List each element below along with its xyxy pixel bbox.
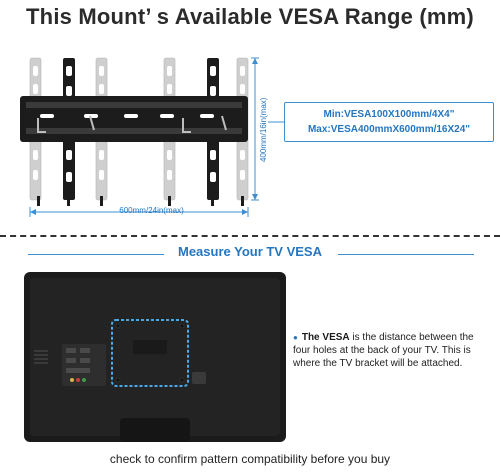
horizontal-dimension-label: 600mm/24in(max) — [119, 206, 184, 215]
bullet-icon: ● — [293, 333, 298, 342]
title-rule-left — [28, 254, 164, 255]
vertical-dimension-line — [251, 57, 259, 201]
wall-plate — [20, 96, 248, 142]
title-rule-right — [338, 254, 474, 255]
section-divider — [0, 235, 500, 237]
vertical-dimension-label: 400mm/16in(max) — [259, 97, 268, 163]
vesa-min-label: Min:VESA100X100mm/4X4" — [323, 109, 455, 120]
vesa-note: ●The VESA is the distance between the fo… — [293, 331, 485, 370]
section-title: Measure Your TV VESA — [177, 244, 322, 259]
vesa-max-label: Max:VESA400mmX600mm/16X24" — [307, 124, 471, 135]
compatibility-caption: check to confirm pattern compatibility b… — [109, 452, 391, 466]
horizontal-dimension-line — [29, 207, 249, 217]
vesa-note-text: is the distance between the four holes a… — [293, 332, 474, 369]
vesa-note-lead: The VESA — [301, 332, 350, 343]
tv-back — [24, 272, 286, 442]
page-title: This Mount’ s Available VESA Range (mm) — [26, 4, 474, 29]
vesa-range-box: Min:VESA100X100mm/4X4" Max:VESA400mmX600… — [284, 102, 494, 142]
